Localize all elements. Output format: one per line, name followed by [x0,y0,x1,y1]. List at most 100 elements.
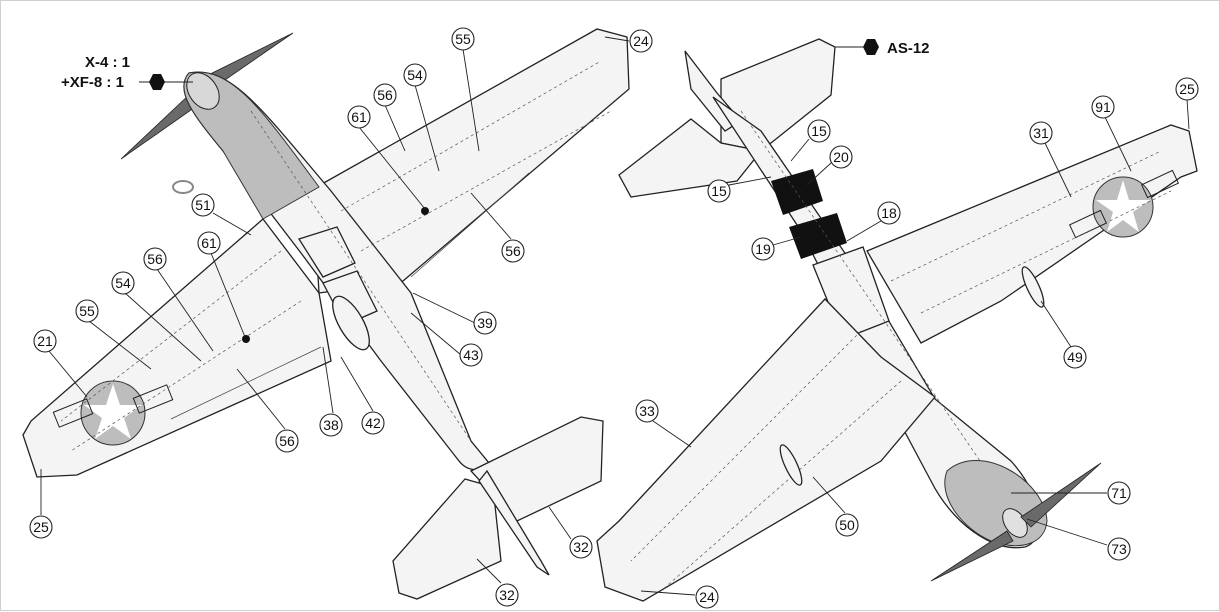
part-callout: 56 [470,192,525,263]
propeller-blade [930,530,1014,582]
paint-note-left: X-4 : 1 +XF-8 : 1 [61,54,193,91]
svg-text:15: 15 [811,123,827,139]
part-callout: 18 [846,201,901,242]
right-aircraft-view [596,38,1198,602]
part-callout: 43 [410,312,483,367]
part-callout: 56 [373,83,406,152]
part-callout: 55 [75,299,152,370]
fuselage-centerline [250,110,472,442]
svg-text:71: 71 [1111,485,1127,501]
spinner [186,72,220,110]
part-callout: 19 [751,236,802,261]
part-callout: 54 [111,271,202,362]
right-callouts: 15 15 20 18 19 31 91 25 49 33 50 71 73 2… [635,77,1199,609]
part-callout: 50 [812,476,859,537]
panel-line [60,250,282,422]
insignia-bar [1140,169,1180,199]
paint-hex-icon [149,74,165,90]
part-callout: 25 [1175,77,1199,130]
national-insignia-star [84,384,142,439]
svg-text:61: 61 [351,109,367,125]
svg-text:54: 54 [115,275,131,291]
part-callout: 38 [319,346,343,437]
part-callout: 42 [340,356,385,435]
tailplane-left [392,478,502,600]
part-callout: 61 [197,231,246,338]
part-callout: 54 [403,63,440,172]
svg-text:32: 32 [499,587,515,603]
panel-line [660,380,902,592]
part-callout: 21 [33,329,88,398]
part-callout: 71 [1011,481,1131,505]
panel-line [340,60,602,212]
part-callout: 91 [1091,95,1132,172]
paint-note-right: AS-12 [835,39,930,57]
panel-line [920,190,1172,314]
svg-text:32: 32 [573,539,589,555]
svg-text:33: 33 [639,403,655,419]
belly-scoop [332,295,370,351]
part-callout: 15 [707,176,772,203]
panel-line [890,150,1162,282]
paint-note-line: AS-12 [887,40,930,57]
part-callout: 24 [604,29,653,53]
engine-cowling [183,71,320,220]
svg-text:56: 56 [147,251,163,267]
part-callout: 56 [143,247,214,352]
tailplane-lower [618,118,763,198]
svg-text:38: 38 [323,417,339,433]
svg-text:18: 18 [881,205,897,221]
part-callout: 20 [806,145,853,186]
part-callout: 33 [635,399,692,448]
wing-left [596,298,936,602]
gear-door [1021,266,1045,308]
part-callout: 56 [236,368,299,453]
svg-text:24: 24 [633,33,649,49]
svg-text:43: 43 [463,347,479,363]
cockpit-panel-black [789,213,847,259]
svg-text:19: 19 [755,241,771,257]
svg-text:25: 25 [1179,81,1195,97]
part-callout: 32 [476,558,519,607]
left-callouts: 24 55 54 56 61 51 61 56 54 55 21 25 56 3… [29,27,653,607]
part-callout: 49 [1040,300,1087,369]
propeller-blade [1020,462,1102,528]
svg-text:51: 51 [195,197,211,213]
svg-text:25: 25 [33,519,49,535]
svg-text:39: 39 [477,315,493,331]
svg-text:91: 91 [1095,99,1111,115]
paint-note-line: X-4 : 1 [85,54,130,71]
svg-text:56: 56 [279,433,295,449]
svg-text:55: 55 [455,31,471,47]
part-callout: 32 [548,506,593,559]
cockpit-panel-black [771,169,823,215]
panel-line [70,300,302,452]
svg-text:56: 56 [377,87,393,103]
pitot-mark [242,335,250,343]
part-callout: 51 [191,193,252,236]
svg-text:42: 42 [365,415,381,431]
part-callout: 73 [1026,518,1131,561]
insignia-bar [132,384,174,414]
part-callout: 39 [412,292,497,335]
svg-text:61: 61 [201,235,217,251]
part-indicator-icon [172,180,194,194]
insignia-bar [52,398,94,428]
part-callout: 31 [1029,121,1072,198]
flap-line [410,172,530,278]
svg-text:24: 24 [699,589,715,605]
svg-text:73: 73 [1111,541,1127,557]
radiator-inlet [298,226,356,278]
paint-note-line: +XF-8 : 1 [61,74,124,91]
svg-text:15: 15 [711,183,727,199]
engine-cowling [944,460,1048,547]
flap-line [170,346,322,420]
rudder [478,469,550,576]
fuselage-centerline [740,110,1022,522]
gear-door [779,444,803,486]
part-callout: 61 [347,105,426,210]
svg-text:54: 54 [407,67,423,83]
svg-text:31: 31 [1033,125,1049,141]
